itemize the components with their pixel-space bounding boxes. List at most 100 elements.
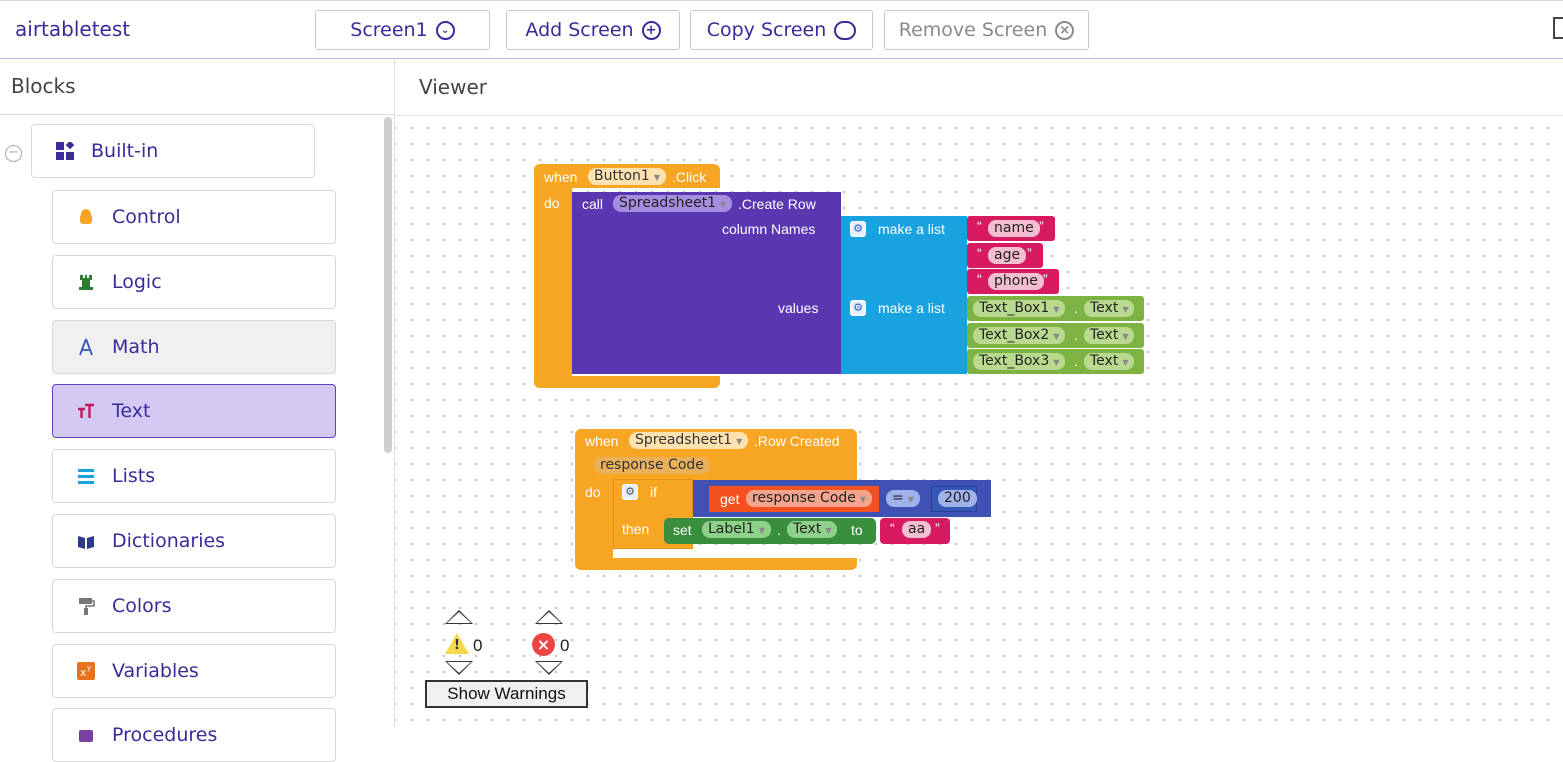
event-name: .Row Created bbox=[754, 433, 840, 449]
remove-screen-button[interactable]: Remove Screen × bbox=[884, 10, 1089, 50]
paint-roller-icon bbox=[77, 597, 95, 615]
category-logic[interactable]: Logic bbox=[52, 254, 336, 309]
set-component-dropdown[interactable]: Label1▼ bbox=[702, 521, 771, 538]
dot-label: . bbox=[1074, 300, 1078, 316]
category-dictionaries[interactable]: Dictionaries bbox=[52, 514, 336, 568]
component-name: Button1 bbox=[594, 168, 650, 184]
get-label: get bbox=[720, 491, 740, 507]
textbox-dropdown[interactable]: Text_Box3▼ bbox=[973, 353, 1066, 370]
warning-icon: ! bbox=[445, 633, 469, 654]
error-prev-arrow[interactable] bbox=[535, 610, 563, 624]
copy-screen-button[interactable]: Copy Screen bbox=[690, 10, 873, 50]
plus-circle-icon: + bbox=[641, 20, 661, 40]
param-response-code[interactable]: response Code bbox=[594, 457, 710, 474]
then-label: then bbox=[622, 521, 650, 537]
open-quote: “ bbox=[977, 244, 982, 261]
collapse-icon[interactable]: − bbox=[5, 145, 22, 162]
operator-dropdown[interactable]: =▼ bbox=[886, 490, 920, 507]
number-value[interactable]: 200 bbox=[938, 490, 977, 507]
component-dropdown[interactable]: Spreadsheet1▼ bbox=[629, 432, 749, 449]
viewer-panel: Viewer when Button1▼ .Click do call Spre… bbox=[396, 60, 1563, 728]
error-next-arrow[interactable] bbox=[535, 661, 563, 675]
add-screen-button[interactable]: Add Screen + bbox=[506, 10, 680, 50]
category-control[interactable]: Control bbox=[52, 190, 336, 244]
project-name: airtabletest bbox=[15, 17, 131, 41]
close-quote: ” bbox=[1043, 271, 1048, 287]
category-math[interactable]: Math bbox=[52, 319, 336, 374]
set-component-name: Label1 bbox=[708, 521, 755, 537]
string-value[interactable]: age bbox=[988, 246, 1027, 264]
builtin-category[interactable]: Built-in bbox=[31, 124, 315, 178]
call-block[interactable] bbox=[572, 192, 841, 374]
do-label: do bbox=[585, 484, 601, 500]
property-dropdown[interactable]: Text▼ bbox=[1084, 353, 1135, 370]
viewer-title: Viewer bbox=[419, 75, 487, 99]
gear-icon[interactable]: ⚙ bbox=[850, 300, 866, 316]
call-label: call bbox=[582, 196, 604, 212]
string-value[interactable]: phone bbox=[988, 273, 1044, 290]
event-footer bbox=[575, 558, 857, 570]
blocks-panel-title: Blocks bbox=[11, 74, 76, 98]
divider bbox=[396, 115, 1563, 116]
chevron-down-icon: ▼ bbox=[1122, 331, 1129, 341]
string-value[interactable]: aa bbox=[902, 521, 932, 538]
method-name: .Create Row bbox=[738, 196, 816, 212]
top-toolbar: airtabletest Screen1 ⌄ Add Screen + Copy… bbox=[0, 0, 1563, 59]
error-icon: × bbox=[532, 633, 555, 656]
do-label: do bbox=[544, 195, 560, 211]
list-icon bbox=[77, 467, 95, 485]
chevron-down-icon: ▼ bbox=[1122, 305, 1129, 314]
make-list-label: make a list bbox=[878, 300, 945, 316]
component-dropdown[interactable]: Button1▼ bbox=[588, 168, 666, 185]
event-name: .Click bbox=[672, 169, 707, 185]
when-label: when bbox=[585, 433, 619, 449]
clipboard-icon[interactable] bbox=[1553, 17, 1563, 39]
string-value[interactable]: name bbox=[988, 220, 1040, 237]
gear-icon[interactable]: ⚙ bbox=[850, 221, 866, 237]
operator-value: = bbox=[892, 490, 904, 506]
event-footer bbox=[534, 376, 720, 388]
compass-icon bbox=[77, 338, 95, 356]
category-procedures[interactable]: Procedures bbox=[52, 708, 336, 762]
textbox-dropdown[interactable]: Text_Box1▼ bbox=[973, 300, 1066, 317]
textbox-dropdown[interactable]: Text_Box2▼ bbox=[973, 326, 1066, 344]
property-dropdown[interactable]: Text▼ bbox=[1084, 326, 1135, 344]
scrollbar[interactable] bbox=[384, 117, 392, 453]
callee-dropdown[interactable]: Spreadsheet1▼ bbox=[613, 195, 733, 212]
category-label: Control bbox=[112, 206, 181, 228]
property-name: Text bbox=[1090, 300, 1119, 316]
event-body bbox=[534, 188, 572, 378]
chess-icon bbox=[77, 273, 95, 291]
event-body bbox=[575, 480, 613, 560]
warning-next-arrow[interactable] bbox=[445, 661, 473, 675]
chevron-down-circle-icon: ⌄ bbox=[435, 20, 455, 40]
builtin-label: Built-in bbox=[91, 140, 159, 162]
category-text[interactable]: Text bbox=[52, 384, 336, 439]
chevron-down-icon: ▼ bbox=[1053, 305, 1060, 314]
screen-select-button[interactable]: Screen1 ⌄ bbox=[315, 10, 490, 50]
close-quote: ” bbox=[1039, 218, 1044, 234]
chevron-down-icon: ▼ bbox=[1053, 331, 1060, 341]
warning-prev-arrow[interactable] bbox=[445, 610, 473, 624]
chevron-down-icon: ▼ bbox=[907, 495, 914, 504]
category-colors[interactable]: Colors bbox=[52, 578, 336, 633]
textbox-name: Text_Box1 bbox=[979, 300, 1050, 316]
set-property-dropdown[interactable]: Text▼ bbox=[787, 521, 838, 538]
category-label: Text bbox=[112, 400, 151, 423]
to-label: to bbox=[851, 522, 863, 538]
gear-icon[interactable]: ⚙ bbox=[622, 484, 638, 500]
property-name: Text bbox=[1090, 353, 1119, 369]
chevron-down-icon: ▼ bbox=[859, 495, 867, 504]
copy-screen-label: Copy Screen bbox=[706, 19, 827, 41]
book-icon bbox=[77, 532, 95, 550]
show-warnings-button[interactable]: Show Warnings bbox=[425, 680, 588, 708]
property-dropdown[interactable]: Text▼ bbox=[1084, 300, 1135, 317]
category-lists[interactable]: Lists bbox=[52, 449, 336, 504]
values-label: values bbox=[778, 300, 819, 316]
get-var-dropdown[interactable]: response Code▼ bbox=[746, 490, 873, 507]
close-circle-icon: × bbox=[1055, 20, 1075, 40]
divider bbox=[0, 114, 395, 115]
chevron-down-icon: ▼ bbox=[758, 526, 765, 535]
